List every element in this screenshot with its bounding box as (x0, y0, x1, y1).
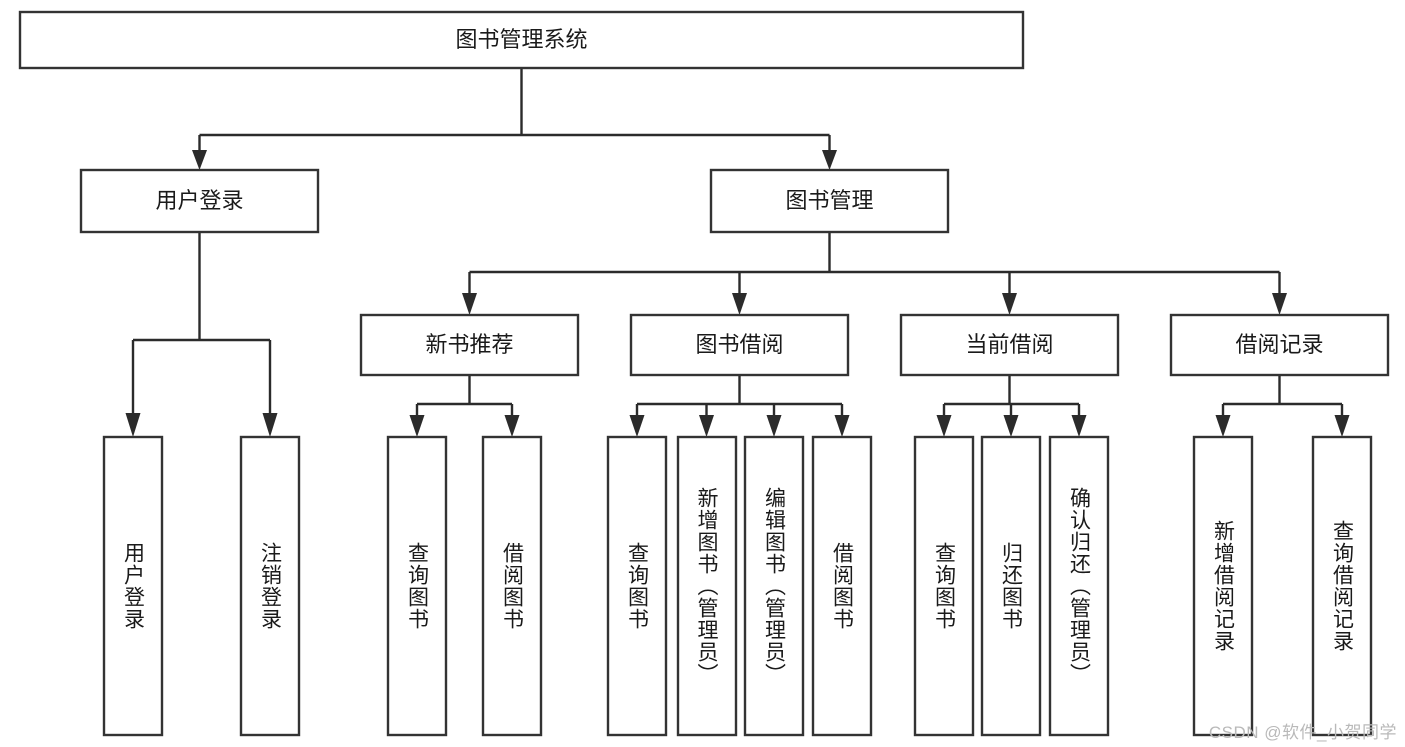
arrow-head-icon (1334, 415, 1350, 437)
node-leaf-query-book-3[interactable]: 查询图书 (913, 435, 975, 737)
arrow-head-icon (834, 415, 850, 437)
arrow-head-icon (125, 413, 141, 437)
node-leaf-query-borrow-record[interactable]: 查询借阅记录 (1311, 435, 1373, 737)
node-leaf-add-book-admin[interactable]: 新增图书（管理员） (676, 435, 738, 737)
edge-group-user-login (125, 232, 278, 437)
node-leaf-confirm-return-admin-label: 确认归还（管理员） (1068, 487, 1092, 685)
node-leaf-borrow-book-2-label: 借阅图书 (831, 542, 855, 630)
arrow-head-icon (1071, 415, 1087, 437)
node-user-login-box[interactable] (79, 168, 320, 234)
node-leaf-return-book-box[interactable] (980, 435, 1042, 737)
node-new-book-recommend-label: 新书推荐 (425, 332, 513, 357)
node-leaf-query-book-1-label: 查询图书 (406, 542, 430, 630)
edge-group-current-borrow (936, 375, 1087, 437)
node-leaf-borrow-book-2[interactable]: 借阅图书 (811, 435, 873, 737)
arrow-head-icon (699, 415, 714, 437)
node-root-label: 图书管理系统 (455, 27, 587, 52)
node-book-management[interactable]: 图书管理 (709, 168, 950, 234)
arrow-head-icon (262, 413, 278, 437)
node-root-box[interactable] (18, 10, 1025, 70)
edge-group-new-book (409, 375, 520, 437)
node-new-book-recommend[interactable]: 新书推荐 (359, 313, 580, 377)
arrow-head-icon (1272, 293, 1287, 315)
node-book-borrow-box[interactable] (629, 313, 850, 377)
node-current-borrow-box[interactable] (899, 313, 1120, 377)
node-leaf-logout[interactable]: 注销登录 (239, 435, 301, 737)
node-borrow-records[interactable]: 借阅记录 (1169, 313, 1390, 377)
node-leaf-user-login-label: 用户登录 (122, 542, 146, 630)
node-leaf-query-book-2-label: 查询图书 (626, 542, 650, 630)
node-leaf-edit-book-admin-label: 编辑图书（管理员） (763, 487, 787, 685)
node-leaf-confirm-return-admin-box[interactable] (1048, 435, 1110, 737)
node-leaf-query-book-1-box[interactable] (386, 435, 448, 737)
node-leaf-edit-book-admin[interactable]: 编辑图书（管理员） (743, 435, 805, 737)
node-leaf-query-book-1[interactable]: 查询图书 (386, 435, 448, 737)
node-leaf-add-borrow-record-box[interactable] (1192, 435, 1254, 737)
arrow-head-icon (192, 150, 207, 170)
arrow-head-icon (766, 415, 782, 437)
node-leaf-add-borrow-record[interactable]: 新增借阅记录 (1192, 435, 1254, 737)
node-leaf-query-book-3-box[interactable] (913, 435, 975, 737)
arrow-head-icon (732, 293, 747, 315)
node-leaf-borrow-book-1-box[interactable] (481, 435, 543, 737)
node-leaf-add-borrow-record-label: 新增借阅记录 (1212, 520, 1236, 652)
edge-group-book-mgmt (462, 232, 1287, 315)
node-leaf-return-book[interactable]: 归还图书 (980, 435, 1042, 737)
node-leaf-confirm-return-admin[interactable]: 确认归还（管理员） (1048, 435, 1110, 737)
node-user-login-label: 用户登录 (155, 188, 243, 213)
node-book-management-label: 图书管理 (785, 188, 873, 213)
arrow-head-icon (462, 293, 477, 315)
arrow-head-icon (629, 415, 645, 437)
csdn-watermark: CSDN @软件_小贺同学 (1208, 723, 1397, 742)
node-book-borrow-label: 图书借阅 (695, 332, 783, 357)
node-current-borrow-label: 当前借阅 (965, 332, 1053, 357)
node-leaf-add-book-admin-label: 新增图书（管理员） (695, 487, 719, 685)
node-leaf-logout-box[interactable] (239, 435, 301, 737)
edge-group-book-borrow (629, 375, 850, 437)
node-user-login[interactable]: 用户登录 (79, 168, 320, 234)
node-leaf-borrow-book-1[interactable]: 借阅图书 (481, 435, 543, 737)
arrow-head-icon (504, 415, 520, 437)
arrow-head-icon (1003, 415, 1019, 437)
node-leaf-user-login-box[interactable] (102, 435, 164, 737)
arrow-head-icon (822, 150, 837, 170)
node-leaf-query-borrow-record-label: 查询借阅记录 (1331, 520, 1355, 652)
node-borrow-records-label: 借阅记录 (1235, 332, 1323, 357)
node-current-borrow[interactable]: 当前借阅 (899, 313, 1120, 377)
node-borrow-records-box[interactable] (1169, 313, 1390, 377)
arrow-head-icon (936, 415, 952, 437)
node-new-book-recommend-box[interactable] (359, 313, 580, 377)
node-leaf-edit-book-admin-box[interactable] (743, 435, 805, 737)
edge-group-borrow-records (1215, 375, 1350, 437)
node-root[interactable]: 图书管理系统 (18, 10, 1025, 70)
node-leaf-query-book-2[interactable]: 查询图书 (606, 435, 668, 737)
arrow-head-icon (1002, 293, 1017, 315)
node-leaf-query-borrow-record-box[interactable] (1311, 435, 1373, 737)
node-leaf-borrow-book-2-box[interactable] (811, 435, 873, 737)
node-leaf-return-book-label: 归还图书 (1000, 542, 1024, 630)
arrow-head-icon (409, 415, 425, 437)
node-leaf-query-book-3-label: 查询图书 (933, 542, 957, 630)
node-leaf-logout-label: 注销登录 (259, 542, 283, 630)
node-leaf-add-book-admin-box[interactable] (676, 435, 738, 737)
node-book-borrow[interactable]: 图书借阅 (629, 313, 850, 377)
node-leaf-borrow-book-1-label: 借阅图书 (501, 542, 525, 630)
edge-group-root (192, 68, 837, 170)
node-leaf-query-book-2-box[interactable] (606, 435, 668, 737)
node-book-management-box[interactable] (709, 168, 950, 234)
arrow-head-icon (1215, 415, 1231, 437)
node-leaf-user-login[interactable]: 用户登录 (102, 435, 164, 737)
